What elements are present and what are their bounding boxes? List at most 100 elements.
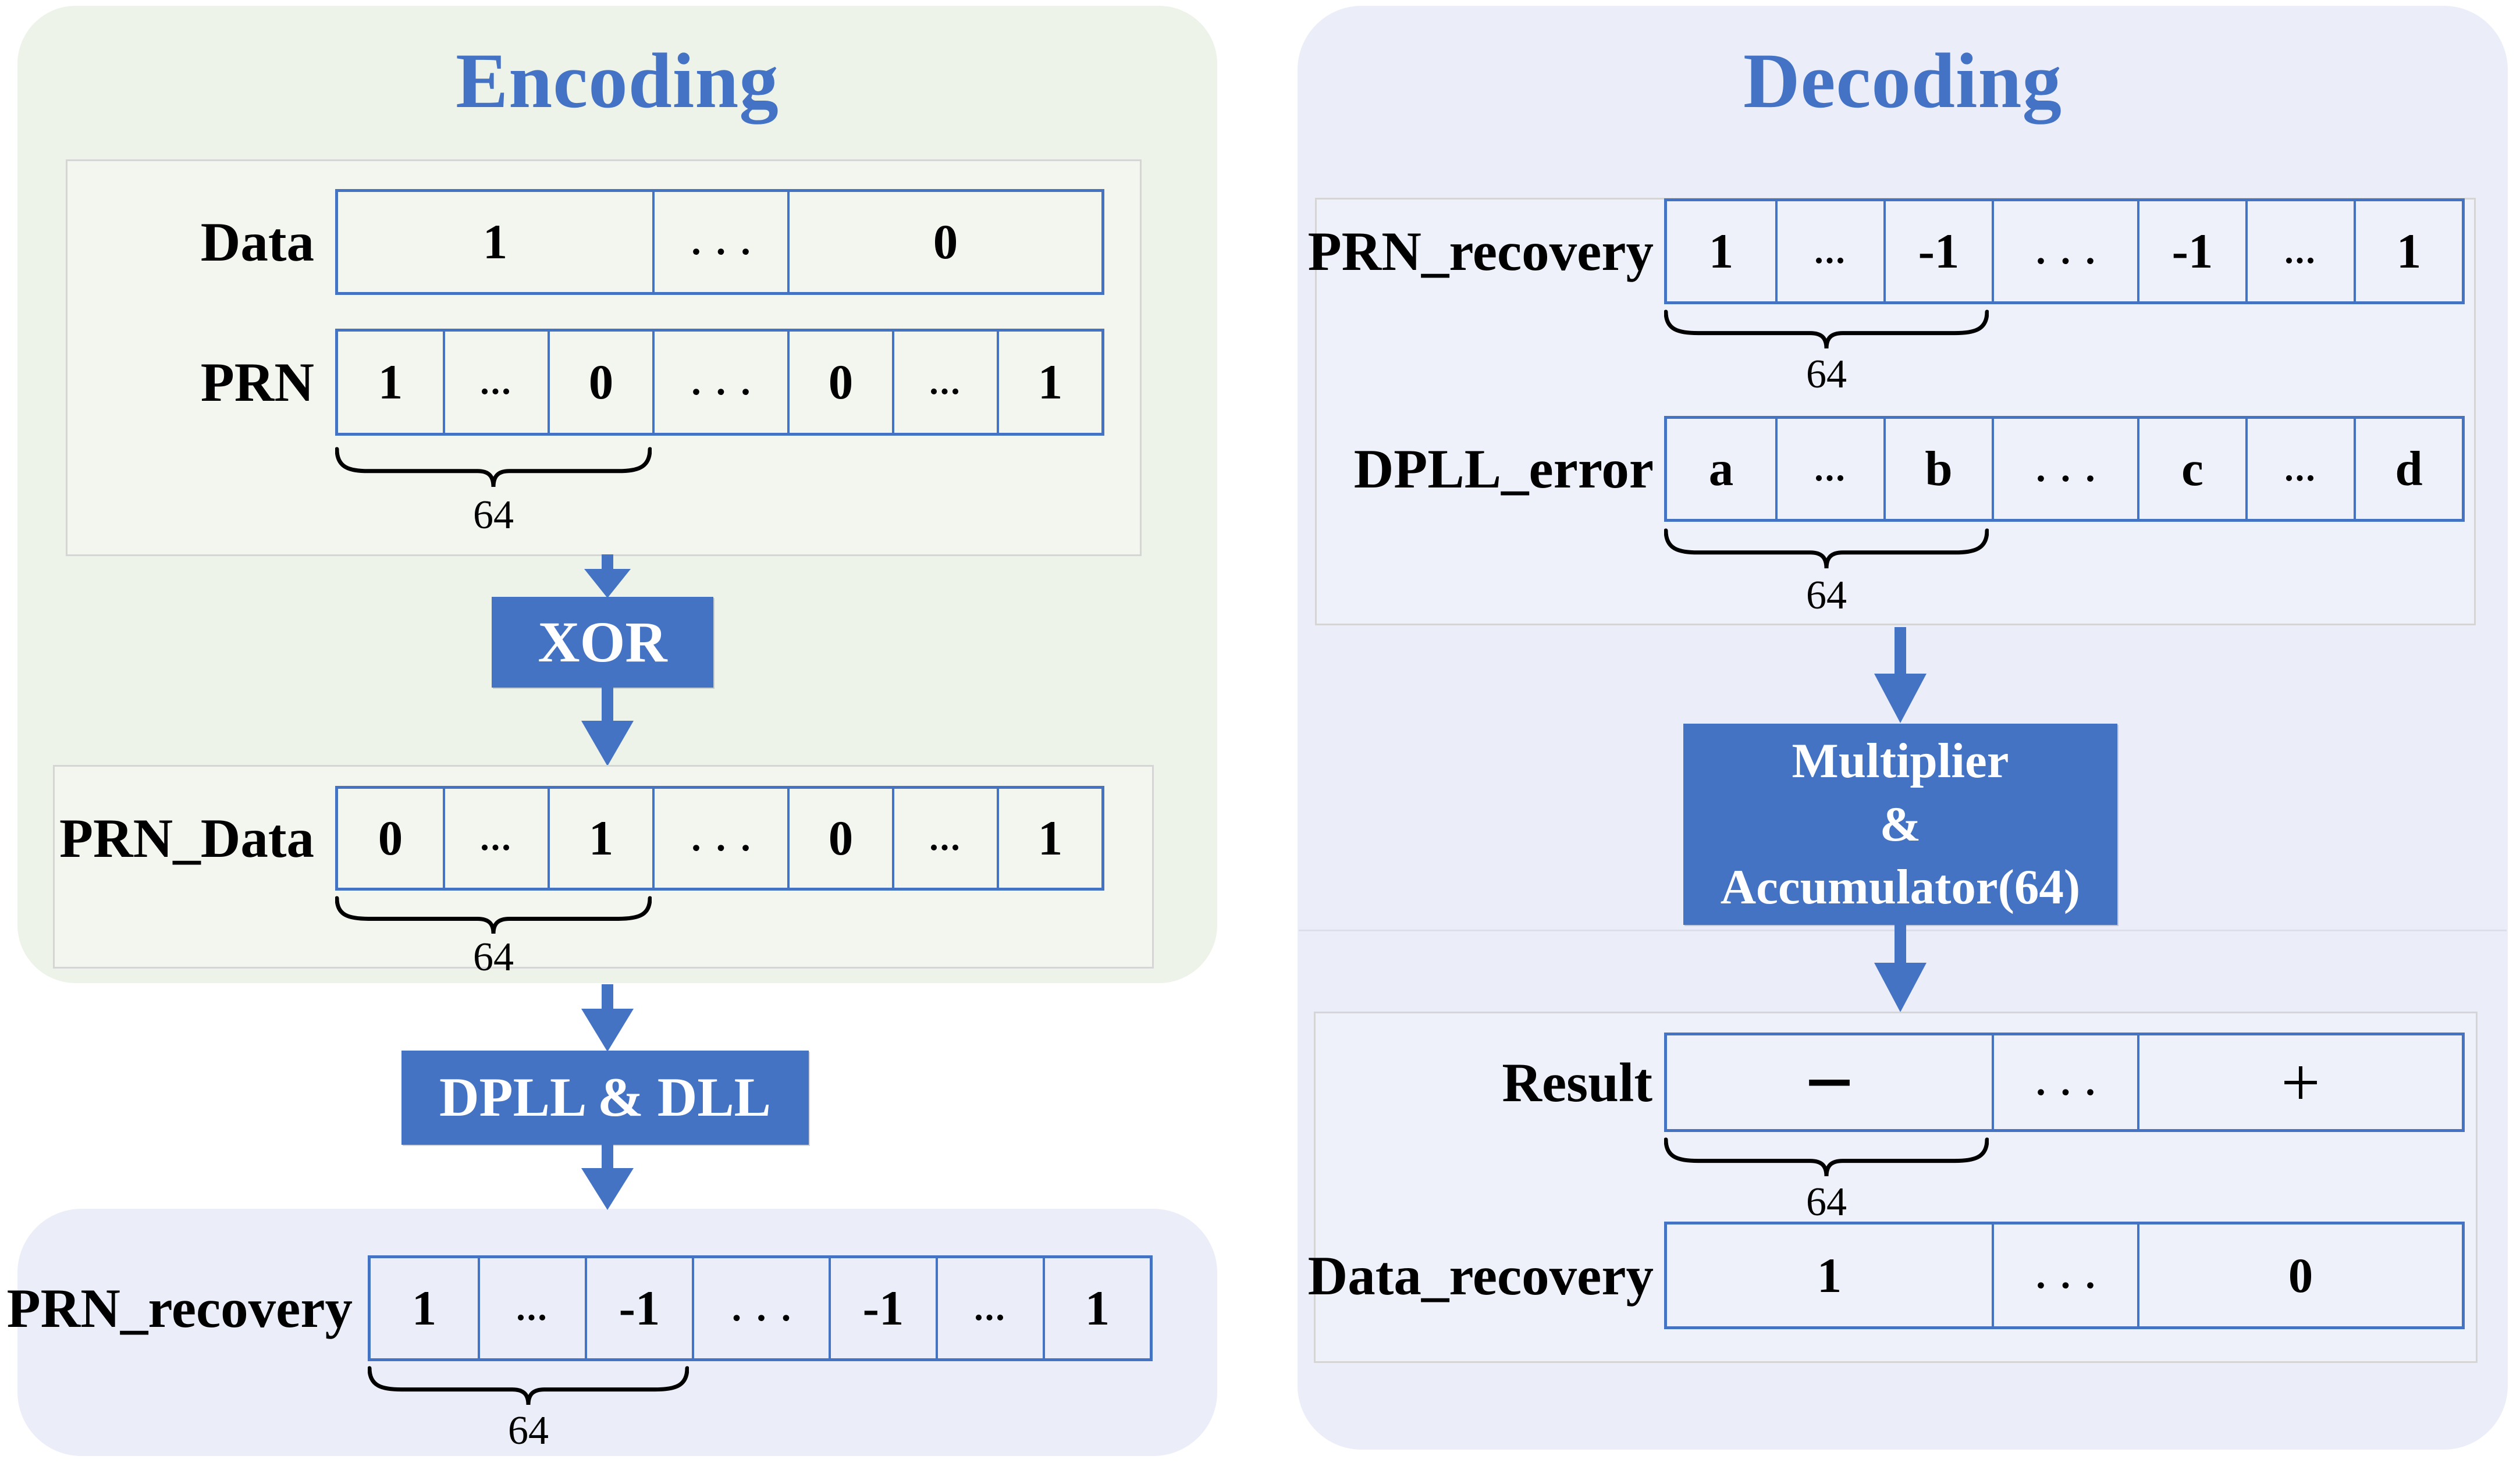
- arrow-head-icon: [581, 1009, 634, 1052]
- prn-recovery-cell: 1: [1708, 224, 1734, 279]
- flow-arrow-down: [581, 688, 634, 766]
- prn-data-cell: 1: [997, 789, 1101, 888]
- prn-data-ellipsis-cell: ...: [652, 789, 787, 888]
- data-recovery-cell: 1: [1817, 1248, 1842, 1303]
- prn-recovery-panel: [17, 1209, 1217, 1456]
- encoding-title: Encoding: [456, 38, 779, 124]
- dpll-error-cell: d: [2354, 419, 2462, 519]
- prn-recovery-ellipsis-cell: ...: [692, 1258, 829, 1358]
- prn-recovery-ellipsis-cell: ...: [936, 1258, 1043, 1358]
- prn-cell: 1: [997, 332, 1101, 433]
- underbrace-64: [1664, 1137, 1989, 1178]
- underbrace-64: [1664, 309, 1989, 350]
- prn-ellipsis-cell: ...: [443, 332, 548, 433]
- result-cell-negative: −: [1804, 1034, 1854, 1131]
- dpll-error-ellipsis-cell: ...: [2245, 419, 2354, 519]
- decoding-title: Decoding: [1743, 38, 2062, 124]
- multiplier-accumulator-block: Multiplier & Accumulator(64): [1683, 724, 2117, 925]
- flow-arrow-down: [1874, 627, 1927, 723]
- arrow-stem: [1895, 925, 1906, 963]
- dpll-error-label: DPLL_error: [1353, 438, 1654, 500]
- data-recovery-cell: 0: [2137, 1224, 2462, 1326]
- dpll-error-cell: a: [1708, 442, 1734, 496]
- data-cell: 1: [482, 215, 508, 269]
- prn-data-ellipsis-cell: ...: [443, 789, 548, 888]
- result-cell-positive: +: [2137, 1035, 2462, 1129]
- data-recovery-row: 1 ... 0: [1664, 1222, 2465, 1329]
- prn-data-box: [53, 765, 1154, 969]
- prn-data-label: PRN_Data: [59, 807, 314, 869]
- prn-data-cell: 0: [787, 789, 892, 888]
- multiplier-line: Multiplier: [1792, 733, 2009, 788]
- multiplier-line: &: [1879, 796, 1921, 852]
- prn-recovery-ellipsis-cell: ...: [2245, 201, 2354, 301]
- dpll-error-ellipsis-cell: ...: [1775, 419, 1883, 519]
- arrow-head-icon: [581, 1168, 634, 1210]
- data-recovery-ellipsis-cell: ...: [1992, 1224, 2137, 1326]
- chunk-size-label: 64: [1806, 352, 1847, 397]
- data-row: 1 ... 0: [335, 189, 1104, 295]
- prn-recovery-row: 1 ... -1 ... -1 ... 1: [368, 1255, 1153, 1361]
- prn-recovery-ellipsis-cell: ...: [1775, 201, 1883, 301]
- result-row: − ... +: [1664, 1033, 2465, 1132]
- prn-recovery-ellipsis-cell: ...: [1992, 201, 2137, 301]
- data-ellipsis-cell: ...: [652, 192, 787, 292]
- flow-arrow-down: [584, 554, 631, 598]
- prn-recovery-row: 1 ... -1 ... -1 ... 1: [1664, 198, 2465, 304]
- prn-recovery-label: PRN_recovery: [6, 1277, 353, 1339]
- prn-recovery-cell: -1: [2137, 201, 2245, 301]
- dpll-error-row: a ... b ... c ... d: [1664, 416, 2465, 522]
- arrow-stem: [602, 1145, 613, 1168]
- chunk-size-label: 64: [508, 1408, 549, 1453]
- prn-data-cell: 0: [378, 811, 403, 866]
- arrow-stem: [602, 984, 613, 1009]
- result-label: Result: [1502, 1051, 1652, 1113]
- flow-arrow-down: [581, 984, 634, 1052]
- prn-row: 1 ... 0 ... 0 ... 1: [335, 329, 1104, 436]
- underbrace-64: [335, 896, 652, 935]
- prn-data-ellipsis-cell: ...: [892, 789, 997, 888]
- dpll-error-ellipsis-cell: ...: [1992, 419, 2137, 519]
- prn-ellipsis-cell: ...: [652, 332, 787, 433]
- underbrace-64: [367, 1366, 689, 1407]
- result-ellipsis-cell: ...: [1992, 1035, 2137, 1129]
- multiplier-line: Accumulator(64): [1720, 860, 2081, 915]
- arrow-head-icon: [1874, 674, 1927, 723]
- arrow-head-icon: [581, 721, 634, 766]
- data-recovery-label: Data_recovery: [1307, 1244, 1654, 1307]
- prn-cell: 0: [787, 332, 892, 433]
- prn-recovery-cell: 1: [411, 1281, 437, 1336]
- prn-ellipsis-cell: ...: [892, 332, 997, 433]
- decoding-output-box: [1314, 1012, 2478, 1363]
- prn-recovery-cell: 1: [2354, 201, 2462, 301]
- arrow-stem: [602, 554, 613, 569]
- chunk-size-label: 64: [473, 935, 514, 980]
- data-label: Data: [200, 211, 314, 273]
- arrow-stem: [602, 688, 613, 721]
- prn-recovery-cell: 1: [1043, 1258, 1150, 1358]
- prn-recovery-ellipsis-cell: ...: [478, 1258, 585, 1358]
- xor-block-label: XOR: [538, 610, 667, 674]
- arrow-stem: [1895, 627, 1906, 674]
- prn-label: PRN: [200, 351, 314, 413]
- prn-recovery-cell: -1: [829, 1258, 936, 1358]
- dpll-error-cell: b: [1883, 419, 1992, 519]
- underbrace-64: [335, 447, 652, 489]
- chunk-size-label: 64: [1806, 1180, 1847, 1224]
- prn-recovery-cell: -1: [585, 1258, 692, 1358]
- flow-arrow-down: [1874, 925, 1927, 1012]
- prn-recovery-label: PRN_recovery: [1307, 220, 1654, 282]
- dpll-dll-block-label: DPLL & DLL: [439, 1066, 772, 1129]
- prn-recovery-cell: -1: [1883, 201, 1992, 301]
- prn-cell: 1: [378, 355, 403, 410]
- arrow-head-icon: [584, 569, 631, 598]
- chunk-size-label: 64: [473, 493, 514, 537]
- underbrace-64: [1664, 528, 1989, 570]
- data-cell: 0: [787, 192, 1101, 292]
- prn-data-row: 0 ... 1 ... 0 ... 1: [335, 786, 1104, 891]
- prn-cell: 0: [548, 332, 652, 433]
- flow-arrow-down: [581, 1145, 634, 1210]
- arrow-head-icon: [1874, 963, 1927, 1012]
- prn-data-cell: 1: [548, 789, 652, 888]
